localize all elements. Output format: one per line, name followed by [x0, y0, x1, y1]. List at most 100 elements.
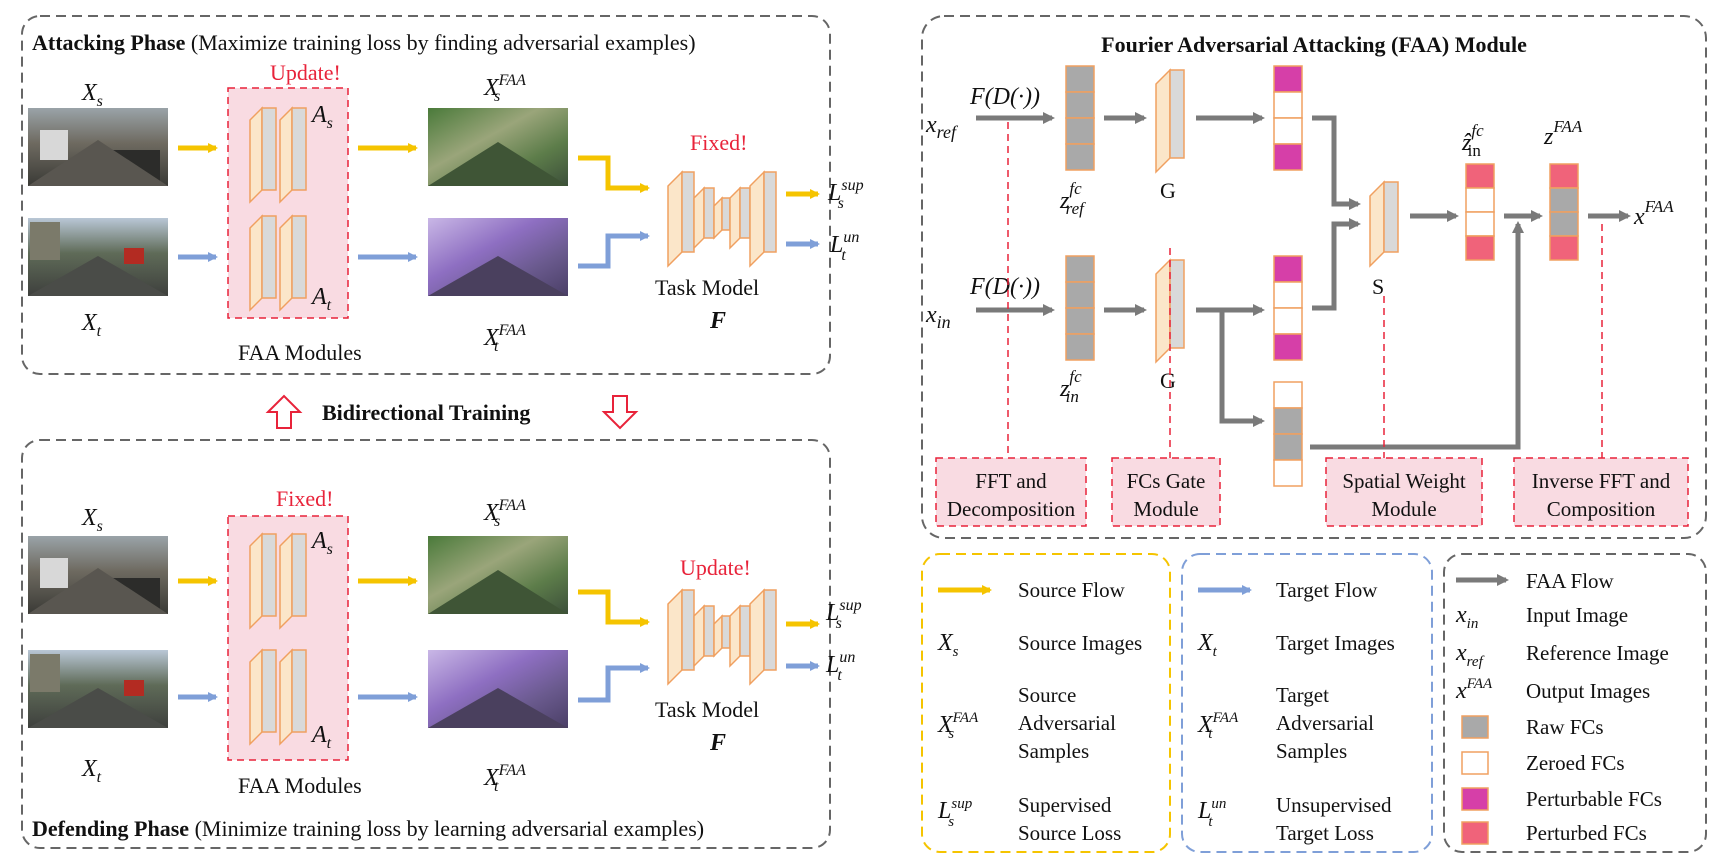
task-model-symbol: F [709, 308, 726, 334]
fd-in-label: F(D(·)) [969, 274, 1040, 300]
def-task-model-network [667, 588, 777, 686]
legend-perturbable-label: Perturbable FCs [1526, 787, 1662, 811]
def-target-to-model-arrow [578, 663, 650, 703]
at-label: At [310, 284, 332, 314]
legend-target-adv-line3: Samples [1276, 739, 1347, 763]
svg-text:FFT and: FFT and [975, 469, 1047, 493]
residual-to-zfaa-arrow [1310, 221, 1524, 450]
def-task-model-status: Update! [680, 555, 751, 580]
x-faa-label: xFAA [1633, 197, 1674, 230]
legend-output-images-label: Output Images [1526, 679, 1650, 703]
legend-target-adv-line2: Adversarial [1276, 711, 1374, 735]
legend-source-images-label: Source Images [1018, 631, 1142, 655]
fft-decomposition-box: FFT and Decomposition [935, 457, 1087, 527]
legend-source-adv-line3: Samples [1018, 739, 1089, 763]
legend-faa: FAA Flow xin Input Image xref Reference … [1443, 553, 1707, 853]
svg-text:Spatial Weight: Spatial Weight [1342, 469, 1465, 493]
task-model-status: Fixed! [690, 130, 747, 155]
legend-perturbable-swatch [1461, 787, 1489, 811]
svg-text:Module: Module [1371, 497, 1436, 521]
def-task-model-symbol: F [709, 730, 726, 756]
legend-raw-label: Raw FCs [1526, 715, 1604, 739]
legend-target-loss-line2: Target Loss [1276, 821, 1374, 845]
svg-text:Module: Module [1133, 497, 1198, 521]
legend-in-symbol: xin [1455, 602, 1478, 632]
def-xt-label: Xt [81, 756, 102, 786]
def-target-adversarial-image [428, 650, 568, 728]
legend-source-adv-line2: Adversarial [1018, 711, 1116, 735]
legend-raw-swatch [1461, 715, 1489, 739]
legend-zeroed-swatch [1461, 751, 1489, 775]
up-arrow-icon [265, 394, 303, 429]
svg-text:FCs Gate: FCs Gate [1127, 469, 1206, 493]
faa-update-status: Update! [270, 60, 341, 85]
def-at-label: At [310, 722, 332, 752]
g-in-label: G [1160, 368, 1176, 393]
s-label: S [1372, 274, 1384, 299]
ref-gated-column [1273, 65, 1303, 171]
def-source-adversarial-image [428, 536, 568, 614]
zfaa-column [1549, 163, 1579, 261]
legend-out-symbol: xFAA [1455, 676, 1493, 704]
source-adversarial-image [428, 108, 568, 186]
source-to-model-arrow [578, 155, 650, 193]
zfaa-label: zFAA [1543, 117, 1583, 150]
bidirectional-training: Bidirectional Training [265, 394, 639, 430]
legend-perturbed-label: Perturbed FCs [1526, 821, 1647, 845]
bidirectional-label: Bidirectional Training [322, 400, 530, 425]
gate-in-block [1155, 258, 1185, 364]
in-gated-column [1273, 255, 1303, 361]
as-label: As [310, 102, 333, 132]
inverse-fft-composition-box: Inverse FFT and Composition [1513, 457, 1689, 527]
legend-target-adv-line1: Target [1276, 683, 1329, 707]
def-source-to-model-arrow [578, 589, 650, 627]
defending-phase-frame [21, 439, 831, 849]
task-model-network [667, 170, 777, 268]
defending-phase-heading: Defending Phase (Minimize training loss … [32, 816, 704, 841]
legend-target-images-symbol: Xt [1197, 630, 1218, 660]
legend-target-images-label: Target Images [1276, 631, 1395, 655]
attacking-phase: Attacking Phase (Maximize training loss … [21, 15, 831, 375]
task-model-label: Task Model [655, 275, 759, 300]
zhat-column [1465, 163, 1495, 261]
faa-module-as [249, 106, 307, 204]
g-ref-label: G [1160, 178, 1176, 203]
down-arrow-icon [601, 395, 639, 430]
xs-label: Xs [81, 80, 103, 110]
x-in-label: xin [925, 302, 951, 332]
xt-label: Xt [81, 310, 102, 340]
ref-to-s-arrow [1312, 115, 1361, 210]
x-ref-label: xref [925, 112, 959, 142]
def-target-image [28, 650, 168, 728]
z-in-column [1065, 255, 1095, 361]
g-in-residual-arrow [1196, 307, 1265, 427]
faa-module-panel: Fourier Adversarial Attacking (FAA) Modu… [921, 15, 1707, 539]
legend-source-loss-line2: Source Loss [1018, 821, 1121, 845]
source-image [28, 108, 168, 186]
def-xs-label: Xs [81, 505, 103, 535]
gate-ref-block [1155, 68, 1185, 174]
target-adversarial-image [428, 218, 568, 296]
legend-source-flow-label: Source Flow [1018, 578, 1126, 602]
svg-text:Decomposition: Decomposition [947, 497, 1076, 521]
fd-ref-label: F(D(·)) [969, 84, 1040, 110]
def-faa-module-as [249, 532, 307, 630]
legend-perturbed-swatch [1461, 821, 1489, 845]
attacking-phase-heading: Attacking Phase (Maximize training loss … [32, 30, 696, 55]
